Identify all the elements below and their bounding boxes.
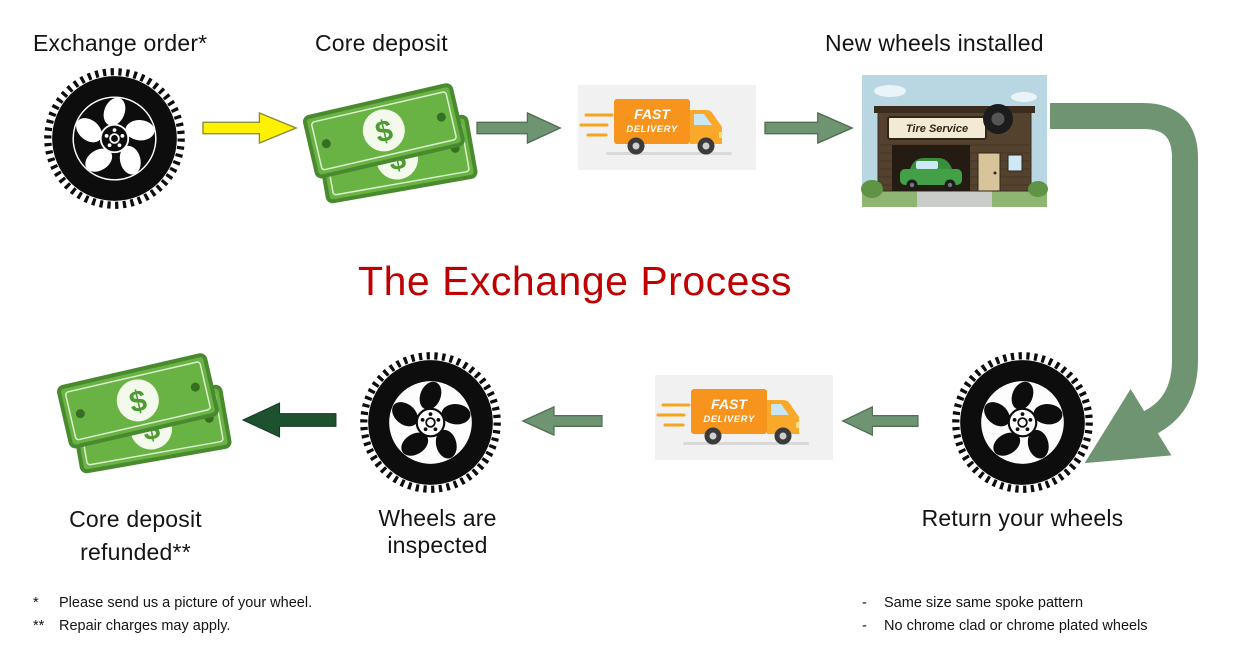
note-text: No chrome clad or chrome plated wheels: [884, 618, 1148, 634]
speed-lines: [579, 113, 614, 137]
label-new-wheels-installed: New wheels installed: [825, 30, 1044, 56]
note-marker: -: [862, 595, 867, 611]
label-return-your-wheels: Return your wheels: [921, 505, 1124, 531]
speed-lines: [656, 403, 691, 427]
curved-arrow-down: [1050, 103, 1198, 464]
note-no-chrome: - No chrome clad or chrome plated wheels: [862, 615, 1148, 638]
footnotes-left: * Please send us a picture of your wheel…: [33, 592, 312, 638]
shop-sign-text: Tire Service: [906, 123, 968, 135]
label-wheels-inspected: Wheels are inspected: [378, 505, 497, 558]
wheel-icon-return: [952, 352, 1093, 493]
note-text: Same size same spoke pattern: [884, 595, 1084, 611]
delivery-truck-icon-2: FAST DELIVERY: [655, 375, 833, 460]
arrow-right-green-1: [476, 111, 562, 145]
note-marker: -: [862, 618, 867, 634]
footnote-picture: * Please send us a picture of your wheel…: [33, 592, 312, 615]
shop-door: [977, 152, 1001, 192]
money-icon-refund: $ $: [56, 353, 232, 474]
green-car: [900, 158, 962, 191]
dollar-sign: $: [126, 384, 150, 420]
diagram-title: The Exchange Process: [358, 258, 792, 304]
truck-text-fast: FAST: [634, 106, 671, 122]
footnote-repair: ** Repair charges may apply.: [33, 615, 312, 638]
dollar-sign: $: [372, 114, 396, 150]
notes-right: - Same size same spoke pattern - No chro…: [862, 592, 1148, 638]
money-icon-core-deposit: $ $: [302, 83, 478, 204]
arrow-right-green-2: [764, 111, 854, 145]
arrow-left-green-2: [521, 405, 603, 437]
dollar-bill-front: $: [302, 83, 465, 179]
tire-service-shop-illustration: Tire Service: [861, 75, 1048, 207]
note-spoke-pattern: - Same size same spoke pattern: [862, 592, 1148, 615]
label-exchange-order: Exchange order*: [33, 30, 208, 56]
arrow-left-green-1: [841, 405, 919, 437]
arrow-left-dark-green: [241, 402, 337, 438]
arrow-right-yellow: [202, 111, 298, 145]
shop-window: [1007, 154, 1023, 172]
wheel-icon-black: [44, 68, 185, 209]
truck-text-fast: FAST: [711, 396, 748, 412]
dollar-bill-front: $: [56, 353, 219, 449]
truck-text-delivery: DELIVERY: [703, 414, 756, 425]
footnote-text: Please send us a picture of your wheel.: [59, 595, 313, 611]
label-core-deposit: Core deposit: [315, 30, 448, 56]
footnote-marker: *: [33, 595, 39, 611]
footnote-text: Repair charges may apply.: [59, 618, 231, 634]
label-core-deposit-refunded: Core deposit refunded**: [69, 506, 202, 565]
footnote-marker: **: [33, 618, 45, 634]
truck-text-delivery: DELIVERY: [626, 124, 679, 135]
delivery-truck-icon-1: FAST DELIVERY: [578, 85, 756, 170]
wheel-icon-inspected: [360, 352, 501, 493]
